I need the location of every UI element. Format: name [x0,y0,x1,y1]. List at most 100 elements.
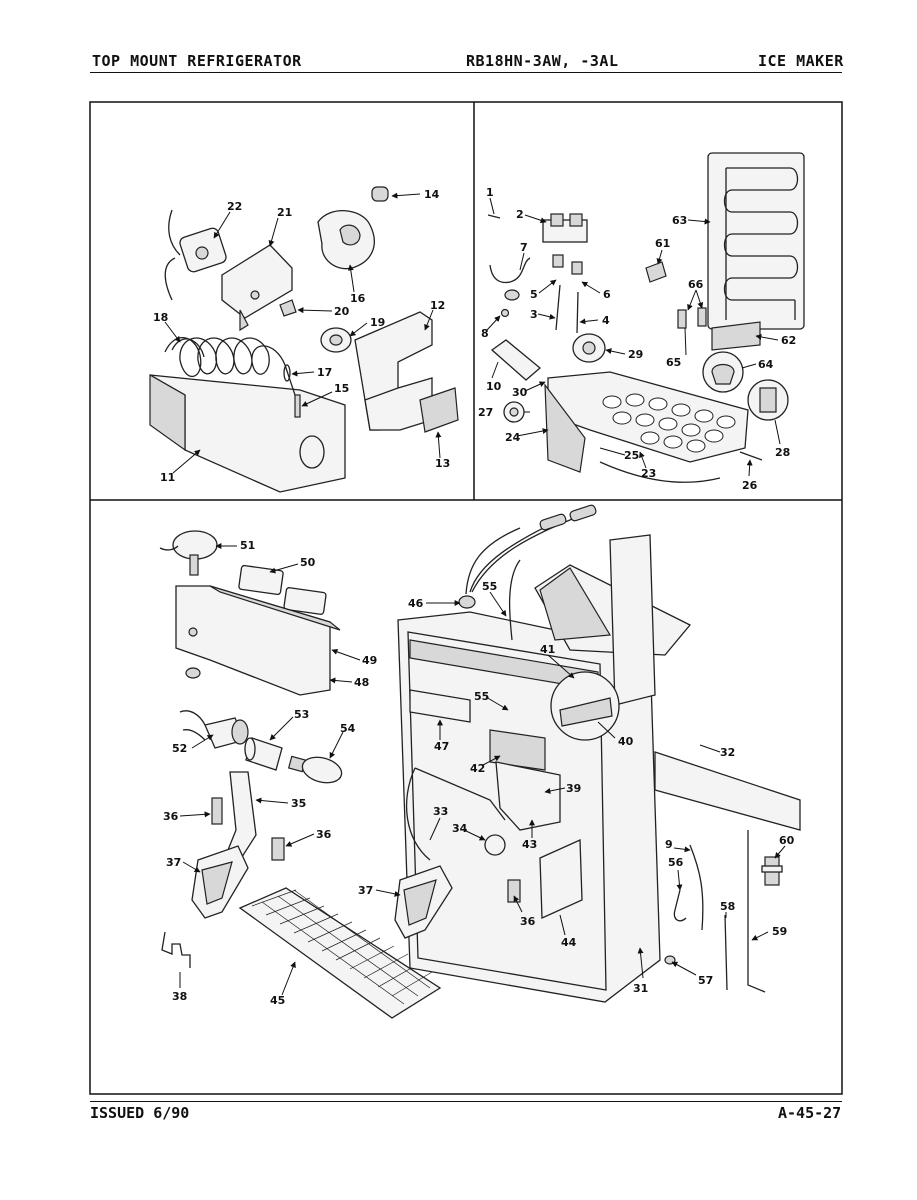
drive-gear-part [503,401,525,423]
switch-42-part [489,729,546,771]
callout-64: 64 [758,358,774,371]
callout-17: 17 [317,366,332,379]
callout-47: 47 [434,740,449,753]
air-duct-part [354,311,433,431]
hose-clamp-part [504,289,520,301]
spring-part [161,931,191,968]
header-title: TOP MOUNT REFRIGERATOR [92,52,302,70]
callout-29: 29 [628,348,643,361]
callout-18: 18 [153,311,168,324]
callout-49: 49 [362,654,377,667]
callout-60: 60 [779,834,795,847]
tube-58-part [724,914,728,991]
callout-33: 33 [433,805,448,818]
callout-15: 15 [334,382,349,395]
nut-part [185,667,201,679]
lamp-cover-part [244,737,283,771]
callout-2: 2 [516,208,524,221]
callout-38: 38 [172,990,187,1003]
callout-56: 56 [668,856,684,869]
footer-issue-date: ISSUED 6/90 [90,1104,190,1122]
callout-61: 61 [655,237,670,250]
callout-13: 13 [435,457,450,470]
callout-54: 54 [340,722,356,735]
panel-frames [89,101,843,1095]
fill-tube-part [490,339,542,381]
callout-46: 46 [408,597,424,610]
callout-43: 43 [522,838,537,851]
header-model-numbers: RB18HN-3AW, -3AL [466,52,619,70]
light-socket-part [179,710,249,749]
inlet-hose-part [489,257,531,284]
callout-51: 51 [240,539,255,552]
callout-36-right: 36 [316,828,332,841]
callout-42: 42 [470,762,485,775]
callout-53: 53 [294,708,309,721]
callout-4: 4 [602,314,610,327]
water-tube-59-part [747,830,766,993]
terminal-part [677,307,707,329]
callout-21: 21 [277,206,292,219]
callout-66: 66 [688,278,704,291]
callout-22: 22 [227,200,242,213]
actuator-pad-front-part [394,865,453,939]
wire-harness-part [458,504,597,609]
water-tube-part [555,284,561,331]
callout-37-left: 37 [166,856,181,869]
fill-cup-part [572,333,606,363]
heater-coil-part [164,336,301,411]
footer-page-code: A-45-27 [778,1104,842,1122]
callout-11: 11 [160,471,175,484]
callout-48: 48 [354,676,369,689]
actuator-lever-part [225,771,257,861]
water-tube-55-part [508,559,521,641]
callout-41: 41 [540,643,555,656]
header-rule [90,72,842,73]
grommet-part [371,186,389,202]
callout-50: 50 [300,556,316,569]
water-line-part [673,844,704,931]
callout-37-right: 37 [358,884,373,897]
detail-28-part [747,379,789,421]
bracket-part [221,244,293,332]
callout-57: 57 [698,974,713,987]
bracket-44-part [539,839,583,919]
callout-14: 14 [424,188,440,201]
callout-44: 44 [561,936,577,949]
callout-3: 3 [530,308,538,321]
callout-6: 6 [603,288,611,301]
callout-40: 40 [618,735,634,748]
light-bulb-part [287,755,343,784]
callout-59: 59 [772,925,787,938]
clip-36-part [507,879,521,903]
dispenser-switch-part [159,530,218,576]
callout-45: 45 [270,994,285,1007]
callout-20: 20 [334,305,350,318]
callout-31: 31 [633,982,648,995]
callout-63: 63 [672,214,687,227]
callout-62: 62 [781,334,796,347]
callout-7: 7 [520,241,528,254]
lever-bracket-part-2 [271,837,285,861]
callout-26: 26 [742,479,758,492]
callout-35: 35 [291,797,306,810]
ice-bin-liner-part [149,373,346,493]
callout-16: 16 [350,292,366,305]
callout-36-left: 36 [163,810,179,823]
panel-top-left [149,186,459,493]
switch-bracket-part [175,585,341,696]
callout-30: 30 [512,386,528,399]
callout-1: 1 [486,186,494,199]
spring-clip-part [283,364,291,382]
ice-chute-part [534,534,692,706]
ice-maker-mold-part [544,371,749,483]
callout-numbers: 1 2 3 4 5 6 7 8 9 10 11 12 13 14 15 16 1… [153,186,796,1007]
callout-39: 39 [566,782,581,795]
detail-64-part [702,351,744,393]
lever-bracket-part [211,797,223,825]
callout-52: 52 [172,742,187,755]
detail-41-part [550,671,620,741]
callout-65: 65 [666,356,681,369]
actuator-pad-part [191,845,249,919]
